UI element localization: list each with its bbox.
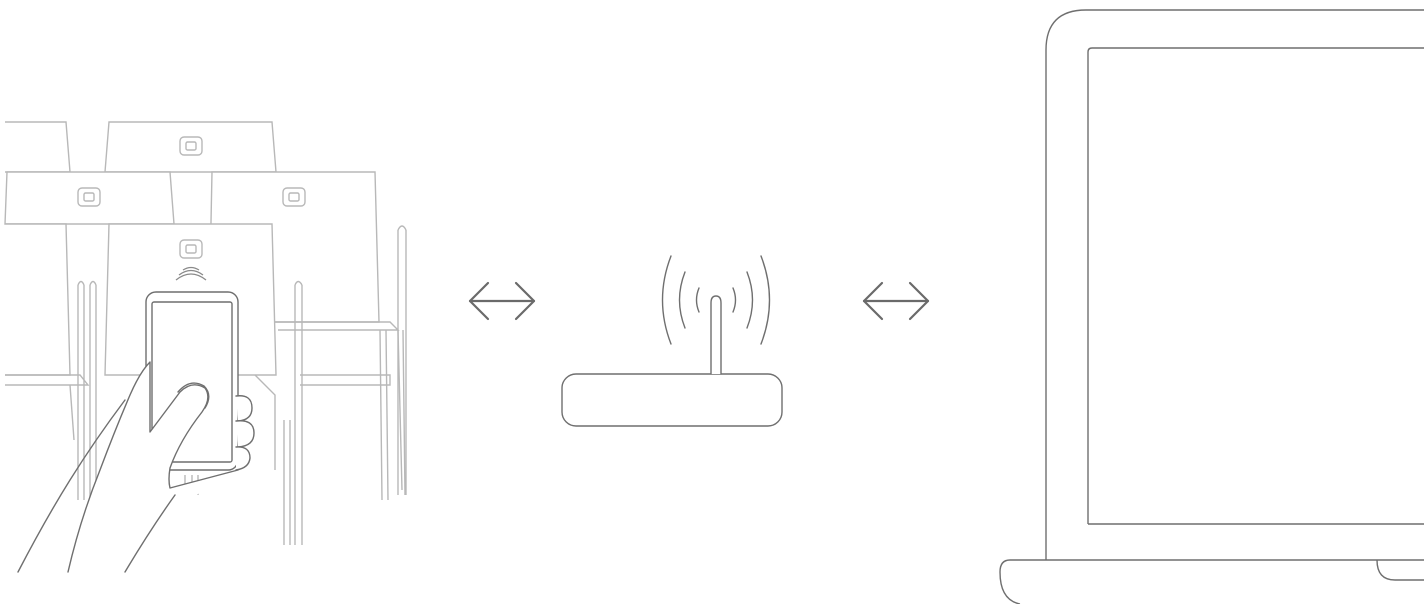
- laptop-notch: [1377, 560, 1424, 580]
- laptop-screen: [1088, 48, 1424, 524]
- chair-middle-left: [5, 172, 174, 224]
- chair-front-left: [5, 224, 96, 500]
- chair-back-left: [5, 122, 70, 172]
- router-body: [562, 374, 782, 426]
- bidirectional-arrow-icon: [864, 283, 928, 319]
- bidirectional-arrow-icon: [470, 283, 534, 319]
- laptop-icon: [1000, 10, 1424, 604]
- chair-back-top: [105, 122, 276, 172]
- laptop-base: [1000, 560, 1424, 604]
- router-icon: [562, 256, 782, 426]
- router-antenna: [711, 296, 721, 374]
